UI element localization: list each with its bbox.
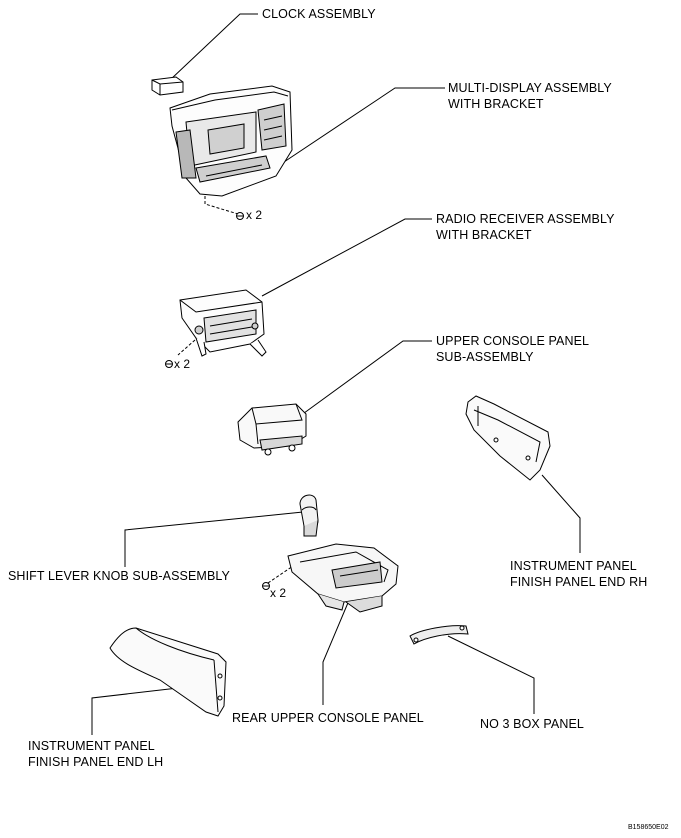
qty-multi-display-screws: x 2 — [246, 208, 263, 222]
leader-finish-lh — [91, 687, 179, 735]
label-no3-box: NO 3 BOX PANEL — [480, 717, 584, 731]
label-rear-console: REAR UPPER CONSOLE PANEL — [232, 711, 424, 725]
clock-assembly-part — [151, 76, 184, 96]
leader-clock — [169, 13, 258, 81]
rear-console-part — [287, 543, 399, 613]
rear-console-screw — [262, 582, 270, 590]
no3-box-panel-part — [409, 625, 469, 645]
label-upper-console-line2: SUB-ASSEMBLY — [436, 350, 534, 364]
figure-code: B158650E02 — [628, 824, 669, 831]
label-upper-console-line1: UPPER CONSOLE PANEL — [436, 334, 590, 348]
leader-rear-console — [322, 597, 351, 705]
qty-radio-screws: x 2 — [174, 357, 191, 371]
leader-finish-rh — [541, 474, 581, 553]
multi-display-screw — [236, 212, 244, 220]
multi-display-part — [169, 85, 293, 197]
label-radio-line1: RADIO RECEIVER ASSEMBLY — [436, 212, 615, 226]
screw-line-radio — [177, 339, 196, 356]
leader-radio — [261, 218, 432, 297]
radio-screw — [165, 360, 173, 368]
label-radio-line2: WITH BRACKET — [436, 228, 532, 242]
finish-panel-lh-part — [109, 627, 227, 717]
label-finish-lh-line1: INSTRUMENT PANEL — [28, 739, 155, 753]
label-finish-rh-line2: FINISH PANEL END RH — [510, 575, 648, 589]
leader-upper-console — [299, 340, 432, 417]
leader-multi-display — [271, 87, 445, 171]
label-multi-display-line1: MULTI-DISPLAY ASSEMBLY — [448, 81, 612, 95]
label-clock-assembly: CLOCK ASSEMBLY — [262, 7, 376, 21]
leader-shift-knob — [124, 511, 304, 567]
shift-knob-part — [299, 494, 319, 537]
leader-no3-box — [447, 635, 535, 714]
finish-panel-rh-part — [465, 395, 551, 481]
radio-receiver-part — [179, 289, 267, 357]
qty-rear-console-screws: x 2 — [270, 586, 287, 600]
label-multi-display-line2: WITH BRACKET — [448, 97, 544, 111]
screw-line-multi — [204, 196, 239, 215]
label-finish-lh-line2: FINISH PANEL END LH — [28, 755, 164, 769]
screw-line-rear — [267, 565, 294, 584]
label-shift-knob: SHIFT LEVER KNOB SUB-ASSEMBLY — [8, 569, 230, 583]
upper-console-part — [237, 403, 307, 456]
label-finish-rh-line1: INSTRUMENT PANEL — [510, 559, 637, 573]
